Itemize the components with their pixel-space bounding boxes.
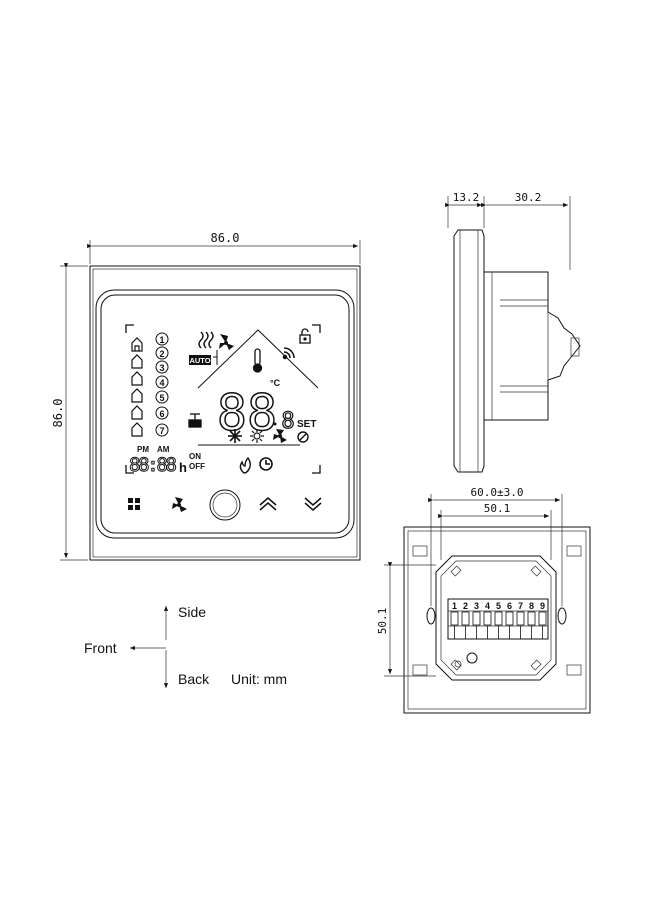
hole-spacing-label: 60.0±3.0 bbox=[471, 486, 524, 499]
inner-width-label: 50.1 bbox=[484, 502, 511, 515]
back-housing bbox=[435, 555, 557, 681]
terminal-block: 1 2 3 4 5 6 7 8 9 bbox=[447, 598, 549, 640]
corner-tab bbox=[412, 545, 428, 557]
eco-icon bbox=[297, 431, 309, 443]
heat-wave-icon bbox=[198, 331, 214, 349]
terminal-1: 1 bbox=[452, 601, 457, 611]
front-height-dimension: 86.0 bbox=[51, 263, 88, 561]
snowflake-icon bbox=[228, 429, 242, 443]
set-label: SET bbox=[297, 419, 316, 430]
decimal-dot bbox=[273, 422, 277, 426]
front-depth-label: 13.2 bbox=[453, 191, 480, 204]
side-label: Side bbox=[178, 604, 206, 620]
side-back-body bbox=[484, 271, 581, 421]
terminal-3: 3 bbox=[474, 601, 479, 611]
back-hole-spacing-dimension: 60.0±3.0 bbox=[428, 486, 563, 606]
wifi-icon bbox=[282, 347, 295, 360]
side-view: 13.2 30.2 bbox=[445, 191, 581, 473]
front-outer-frame bbox=[89, 265, 361, 561]
front-width-dimension: 86.0 bbox=[87, 231, 361, 264]
thermometer-icon bbox=[252, 348, 263, 373]
reset-hole bbox=[466, 652, 478, 664]
front-view: 1 2 3 4 5 6 7 AUTO bbox=[51, 231, 361, 561]
hour-label: h bbox=[179, 460, 187, 475]
lcd-frame-marks bbox=[125, 324, 321, 474]
back-label: Back bbox=[178, 671, 210, 687]
up-button[interactable] bbox=[259, 497, 277, 511]
mounting-hole-left bbox=[426, 607, 436, 625]
terminal-8: 8 bbox=[529, 601, 534, 611]
sun-icon bbox=[250, 429, 264, 443]
unit-label: Unit: mm bbox=[231, 671, 287, 687]
off-label: OFF bbox=[189, 462, 205, 471]
program-4: 4 bbox=[159, 378, 164, 388]
glass-panel-inner bbox=[100, 294, 350, 534]
power-button[interactable] bbox=[209, 489, 241, 521]
terminal-5: 5 bbox=[496, 601, 501, 611]
terminal-7: 7 bbox=[518, 601, 523, 611]
terminal-6: 6 bbox=[507, 601, 512, 611]
back-depth-label: 30.2 bbox=[515, 191, 542, 204]
on-label: ON bbox=[189, 452, 201, 461]
side-depth-dimensions: 13.2 30.2 bbox=[445, 191, 571, 270]
orientation-legend: Side Front Back Unit: mm bbox=[84, 604, 287, 688]
fan-mode-icon bbox=[273, 429, 287, 443]
side-face-plate bbox=[453, 229, 485, 473]
glass-panel bbox=[95, 289, 355, 539]
auto-label: AUTO bbox=[189, 356, 210, 365]
am-label: AM bbox=[157, 445, 170, 454]
back-inner-width-dimension: 50.1 bbox=[438, 502, 552, 560]
corner-tab bbox=[412, 664, 428, 676]
terminal-4: 4 bbox=[485, 601, 490, 611]
lock-icon bbox=[299, 328, 311, 344]
fan-button[interactable] bbox=[172, 497, 187, 512]
valve-icon bbox=[188, 413, 202, 428]
width-label: 86.0 bbox=[211, 231, 240, 245]
back-inner-height-dimension: 50.1 bbox=[376, 562, 436, 677]
front-label: Front bbox=[84, 640, 117, 656]
back-plate bbox=[403, 526, 591, 714]
corner-tab bbox=[566, 664, 582, 676]
pm-label: PM bbox=[137, 445, 149, 454]
program-1: 1 bbox=[159, 335, 164, 345]
menu-button[interactable] bbox=[128, 498, 140, 510]
front-inner-frame bbox=[92, 268, 358, 558]
program-5: 5 bbox=[159, 393, 164, 403]
house-roof-outline bbox=[197, 329, 319, 389]
program-numbers: 1 2 3 4 5 6 7 bbox=[155, 332, 169, 437]
program-7: 7 bbox=[159, 426, 164, 436]
terminal-9: 9 bbox=[540, 601, 545, 611]
temperature-digits: 88 bbox=[217, 384, 277, 442]
corner-tab bbox=[566, 545, 582, 557]
back-view: 1 2 3 4 5 6 7 8 9 60.0±3.0 50.1 bbox=[376, 486, 591, 714]
auto-badge bbox=[189, 355, 211, 365]
program-3: 3 bbox=[159, 363, 164, 373]
clock-icon bbox=[259, 457, 273, 471]
down-button[interactable] bbox=[304, 497, 322, 511]
inner-height-label: 50.1 bbox=[376, 608, 389, 635]
program-6: 6 bbox=[159, 409, 164, 419]
lcd-fan-icon bbox=[219, 334, 234, 350]
terminal-2: 2 bbox=[463, 601, 468, 611]
clock-digits: 88:88 bbox=[129, 454, 177, 476]
program-2: 2 bbox=[159, 349, 164, 359]
set-digit: 8 bbox=[281, 409, 294, 434]
height-label: 86.0 bbox=[51, 399, 65, 428]
house-mode-icons bbox=[131, 337, 143, 437]
mounting-hole-right bbox=[557, 607, 567, 625]
celsius-label: °C bbox=[270, 378, 281, 388]
flame-icon bbox=[239, 456, 251, 474]
